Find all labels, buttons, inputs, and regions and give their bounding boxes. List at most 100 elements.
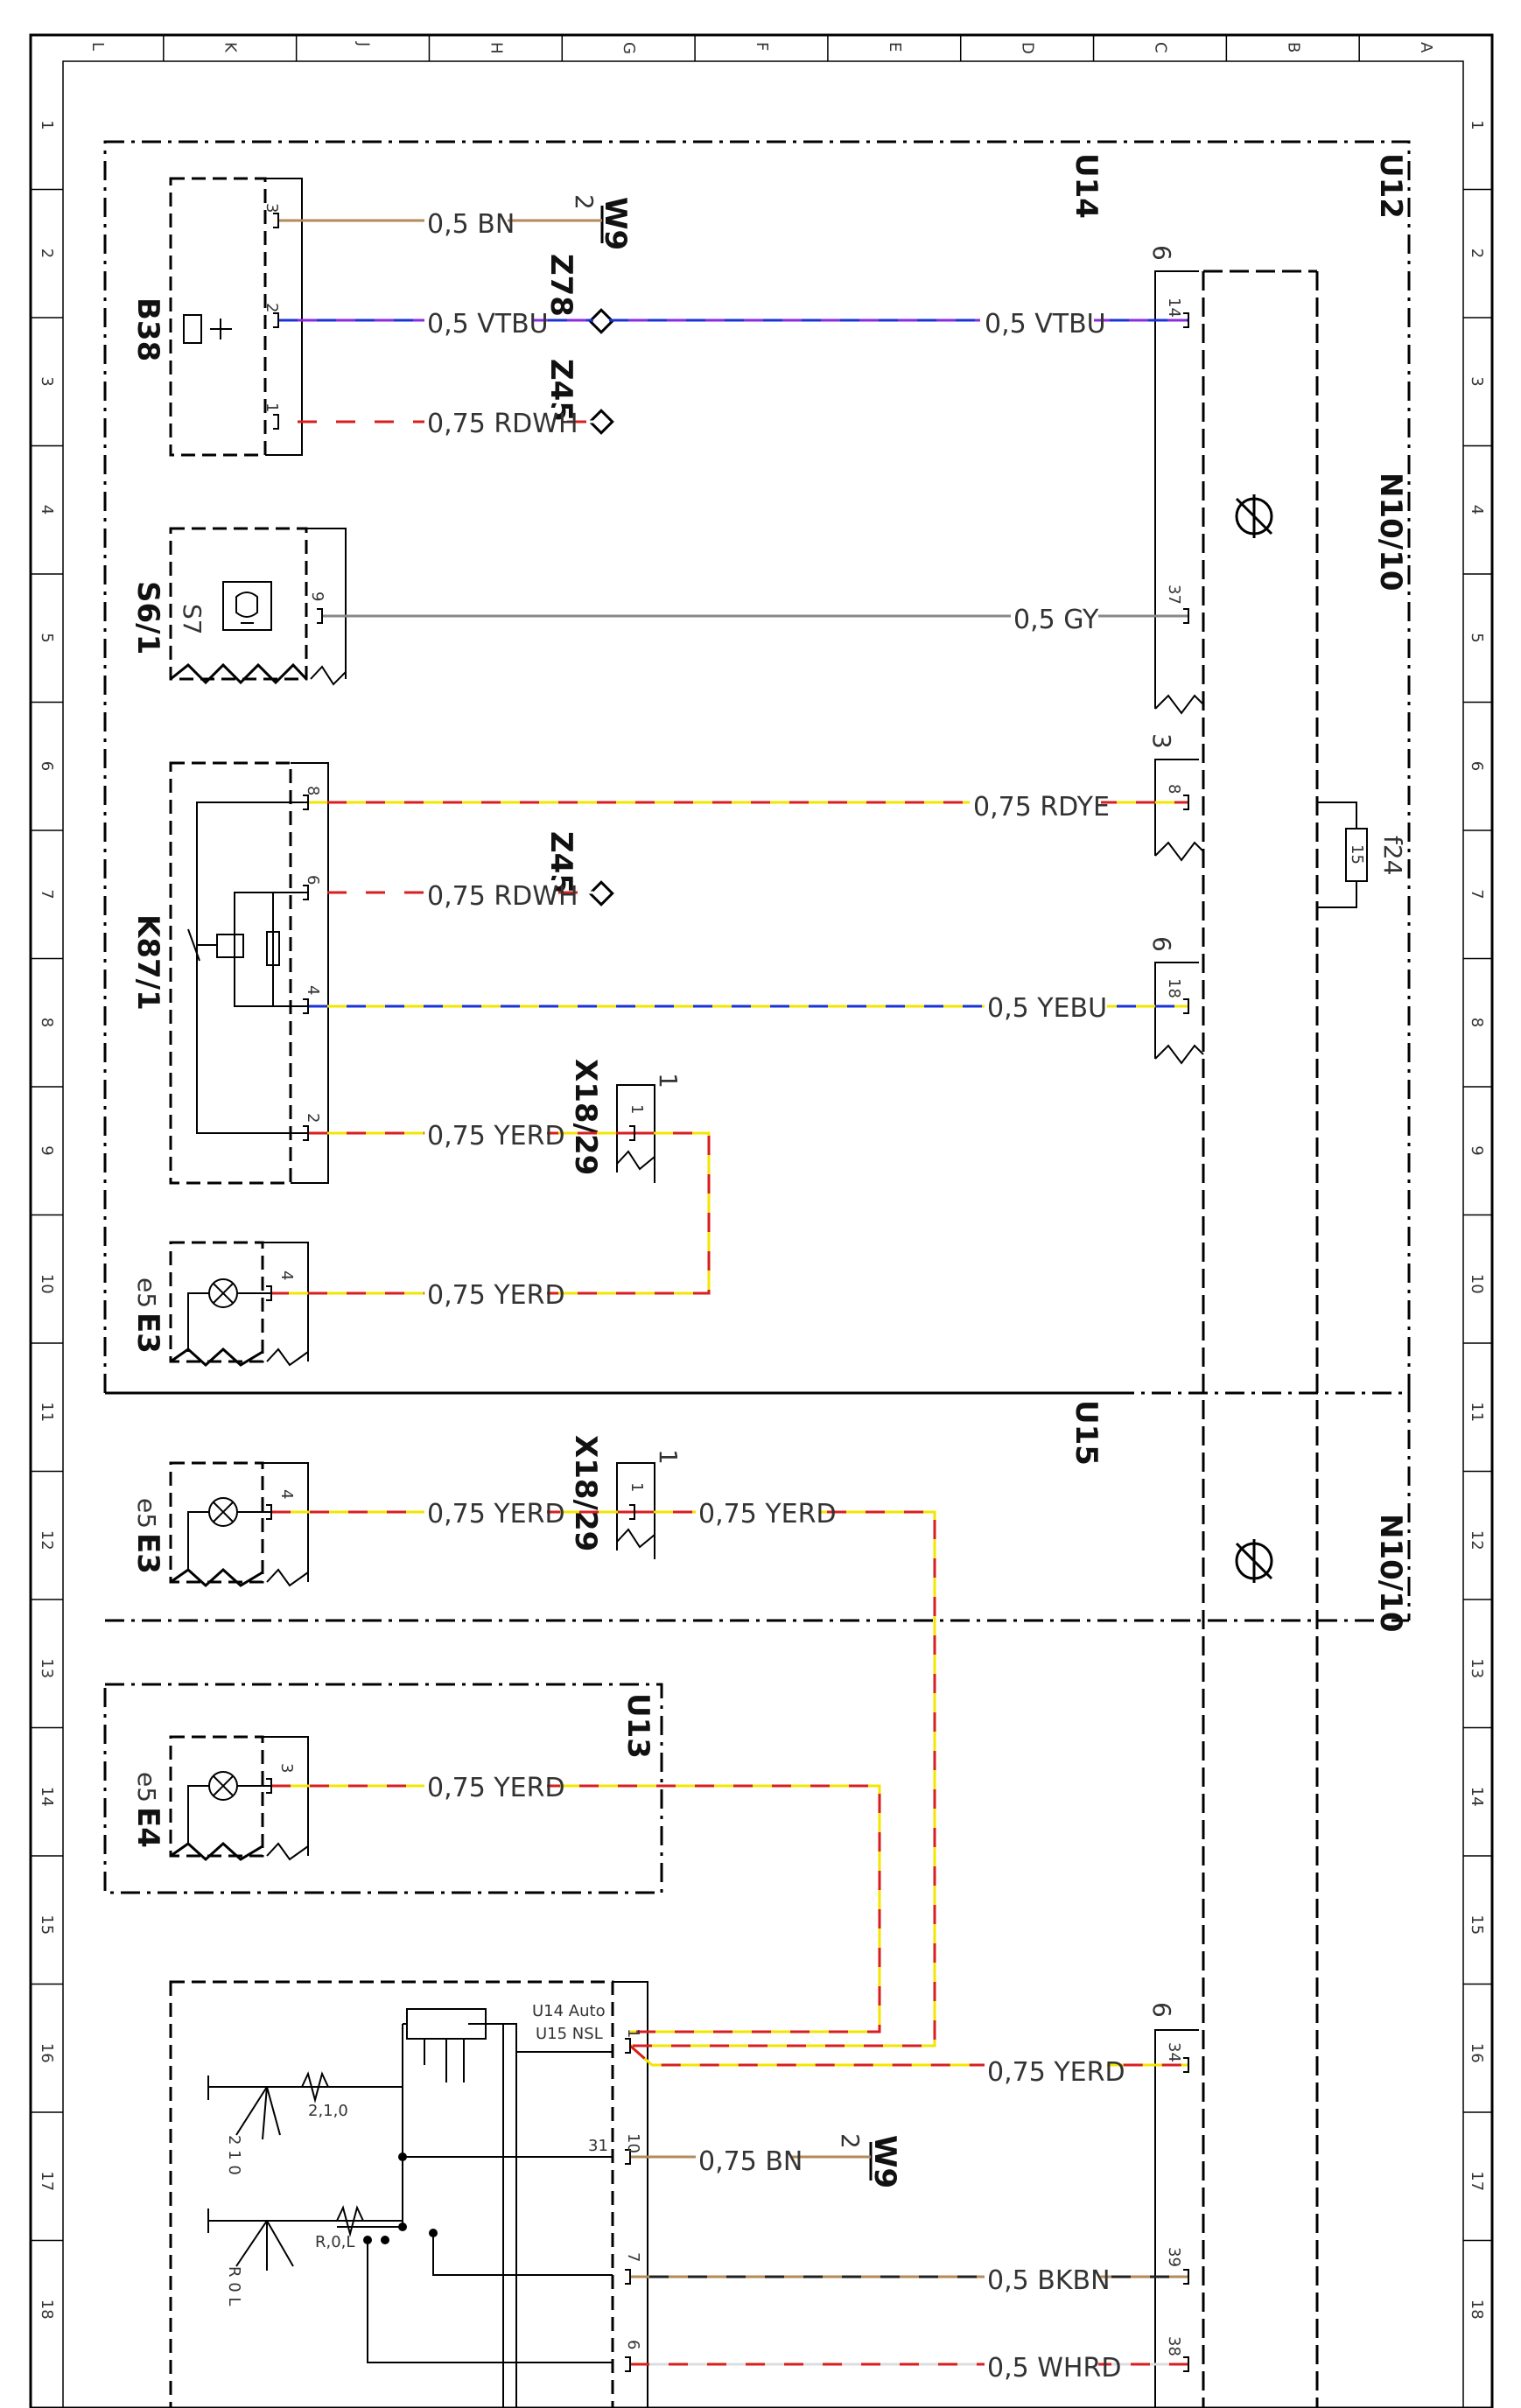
pin-k87-6: 6 bbox=[304, 875, 322, 885]
pin-b38-3: 3 bbox=[263, 203, 281, 213]
splice-z78-label: Z78 bbox=[543, 254, 578, 317]
column-label-J: J bbox=[354, 41, 373, 46]
e4-lamp: E4 e5 bbox=[130, 1735, 309, 1862]
e3-lamp-lower: E3 e5 bbox=[130, 1461, 309, 1588]
pin-contact-marker bbox=[273, 312, 279, 328]
n10-conn-number-6c: 6 bbox=[1147, 2002, 1176, 2018]
pin-contact-marker bbox=[1183, 2356, 1189, 2372]
column-label-A: A bbox=[1417, 42, 1435, 53]
row-label-right-15: 15 bbox=[1468, 1914, 1486, 1935]
n10-10-unit bbox=[1202, 270, 1319, 2408]
row-label-left-7: 7 bbox=[38, 889, 56, 899]
wire-e4-yerd bbox=[271, 1784, 881, 2034]
wire-label-k87-2: 0,75 YERD bbox=[427, 1121, 565, 1152]
e3-upper-bulb-icon bbox=[187, 1278, 271, 1352]
row-label-right-1: 1 bbox=[1468, 120, 1486, 130]
row-label-right-16: 16 bbox=[1468, 2043, 1486, 2063]
row-label-right-12: 12 bbox=[1468, 1530, 1486, 1550]
wire-x18-upper-yerd bbox=[271, 1131, 711, 1295]
pin-x18-lower-1: 1 bbox=[627, 1482, 646, 1492]
e4-label: E4 bbox=[130, 1807, 165, 1848]
pin-k87-4: 4 bbox=[304, 985, 322, 995]
n10-10-symbol-top-icon bbox=[1235, 494, 1273, 538]
row-label-left-11: 11 bbox=[38, 1402, 56, 1422]
row-label-right-14: 14 bbox=[1468, 1787, 1486, 1807]
switch-label-u15-nsl: U15 NSL bbox=[536, 2025, 603, 2043]
switch-positions-2: R 0 L bbox=[225, 2266, 243, 2306]
k87-1-relay-coil-icon bbox=[187, 802, 308, 1134]
pin-contact-marker bbox=[273, 213, 279, 228]
wire-label-e3-upper: 0,75 YERD bbox=[427, 1280, 565, 1311]
pin-x18-upper-1: 1 bbox=[627, 1104, 646, 1114]
wire-label-n10-14: 0,5 VTBU bbox=[985, 309, 1106, 340]
row-label-right-7: 7 bbox=[1468, 889, 1486, 899]
e3-lower-bulb-icon bbox=[187, 1497, 271, 1571]
wire-label-x18-lower: 0,75 YERD bbox=[698, 1499, 837, 1530]
wire-x18-lower-yerd bbox=[630, 1510, 936, 2048]
n10-connector-block-upper bbox=[1154, 270, 1204, 715]
pin-contact-marker bbox=[266, 1285, 272, 1301]
row-label-right-10: 10 bbox=[1468, 1274, 1486, 1294]
module-label-u13: U13 bbox=[620, 1693, 655, 1759]
switch-scale-2: R,0,L bbox=[315, 2233, 354, 2251]
pin-k87-2: 2 bbox=[304, 1113, 322, 1123]
wire-label-s6-1: 0,5 GY bbox=[1013, 605, 1099, 635]
wire-label-switch-6: 0,5 WHRD bbox=[987, 2353, 1121, 2384]
pin-contact-marker bbox=[1183, 608, 1189, 624]
pin-n10-34: 34 bbox=[1165, 2042, 1183, 2062]
pin-contact-marker bbox=[625, 2269, 631, 2285]
row-label-left-5: 5 bbox=[38, 633, 56, 642]
e3-lamp-upper: E3 e5 bbox=[130, 1241, 309, 1368]
row-label-left-6: 6 bbox=[38, 761, 56, 771]
splice-z45-upper-icon bbox=[588, 409, 614, 435]
row-label-left-18: 18 bbox=[38, 2300, 56, 2320]
s6-1-sublabel: S7 bbox=[178, 604, 207, 635]
pin-contact-marker bbox=[273, 414, 279, 430]
row-label-right-3: 3 bbox=[1468, 376, 1486, 386]
pin-k87-8: 8 bbox=[304, 786, 322, 795]
pin-contact-marker bbox=[266, 1778, 272, 1794]
pin-x18-upper-top: 1 bbox=[654, 1073, 683, 1088]
column-label-L: L bbox=[88, 42, 107, 51]
wire-label-b38-2: 0,5 VTBU bbox=[427, 309, 549, 340]
pin-markers bbox=[266, 213, 1189, 2372]
pin-s6-1-9: 9 bbox=[308, 592, 326, 601]
splice-z45-lower-icon bbox=[588, 880, 614, 906]
drawing-frame bbox=[29, 33, 1494, 2408]
b38-component: B38 bbox=[130, 177, 303, 457]
wire-label-e4: 0,75 YERD bbox=[427, 1773, 565, 1803]
e3-lower-label: E3 bbox=[130, 1533, 165, 1574]
row-label-right-9: 9 bbox=[1468, 1145, 1486, 1155]
module-u14-boundary bbox=[103, 140, 1411, 1395]
row-label-right-17: 17 bbox=[1468, 2171, 1486, 2191]
row-label-left-12: 12 bbox=[38, 1530, 56, 1550]
pin-n10-38: 38 bbox=[1165, 2336, 1183, 2356]
pin-e3-lower-4: 4 bbox=[277, 1489, 296, 1499]
pin-e3-upper-4: 4 bbox=[277, 1270, 296, 1280]
fuse-f24-label: f24 bbox=[1378, 836, 1407, 876]
pin-e4-3: 3 bbox=[277, 1763, 296, 1773]
wire-label-e3-lower: 0,75 YERD bbox=[427, 1499, 565, 1530]
row-label-left-3: 3 bbox=[38, 376, 56, 386]
row-label-left-16: 16 bbox=[38, 2043, 56, 2063]
pin-contact-marker bbox=[1183, 2269, 1189, 2285]
column-label-G: G bbox=[620, 42, 638, 54]
b38-light-sensor-icon bbox=[210, 318, 232, 340]
wires bbox=[271, 219, 1188, 2366]
row-label-right-6: 6 bbox=[1468, 761, 1486, 771]
module-label-u14: U14 bbox=[1069, 153, 1104, 219]
wire-label-b38-3: 0,5 BN bbox=[427, 209, 515, 240]
s6-1-label: S6/1 bbox=[130, 581, 165, 654]
column-label-F: F bbox=[753, 42, 771, 51]
fuse-f24-rating: 15 bbox=[1348, 844, 1366, 864]
column-label-C: C bbox=[1151, 42, 1169, 53]
row-label-left-14: 14 bbox=[38, 1787, 56, 1807]
row-label-left-1: 1 bbox=[38, 120, 56, 130]
b38-label: B38 bbox=[130, 298, 165, 361]
pin-contact-marker bbox=[625, 2038, 631, 2054]
x18-29-lower-label: X18/29 bbox=[568, 1435, 603, 1551]
s6-1-component: S6/1 S7 bbox=[130, 527, 347, 686]
